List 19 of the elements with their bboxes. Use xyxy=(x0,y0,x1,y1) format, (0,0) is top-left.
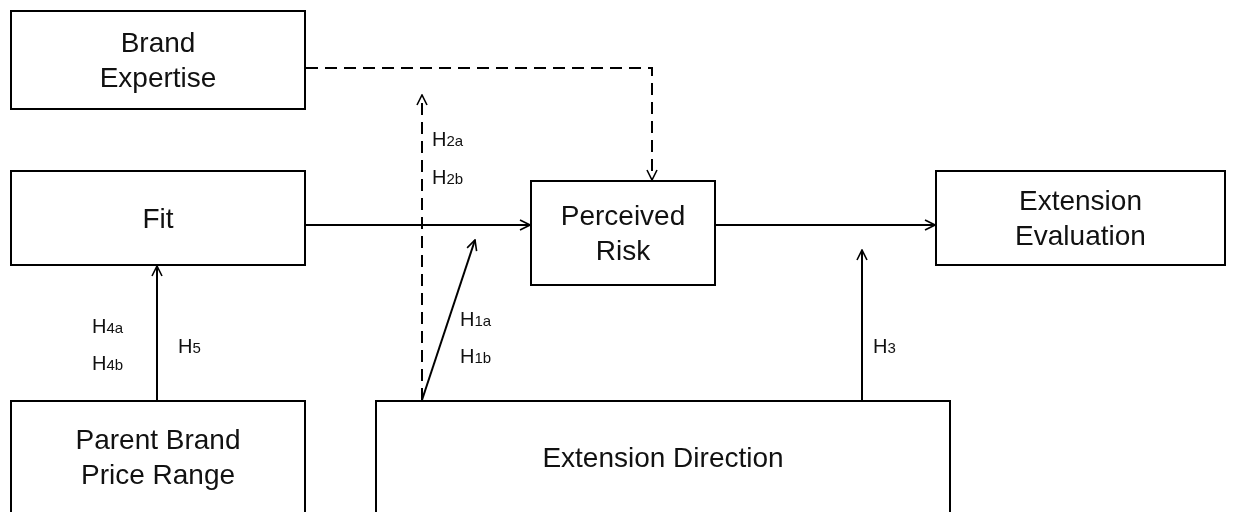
arrow xyxy=(151,265,163,401)
dashed-arrow xyxy=(305,67,658,181)
concept-label: Extension Direction xyxy=(542,440,784,475)
concept-label: Perceived Risk xyxy=(559,199,687,268)
concept-box xyxy=(530,180,716,286)
concept-box xyxy=(10,170,306,266)
concept-box xyxy=(10,400,306,512)
concept-box xyxy=(375,400,951,512)
arrow xyxy=(856,249,868,401)
concept-label: Brand Expertise xyxy=(98,26,218,95)
concept-box xyxy=(10,10,306,110)
concept-label: Extension Evaluation xyxy=(1014,184,1147,253)
arrow xyxy=(715,219,936,231)
dashed-arrow xyxy=(416,94,428,401)
arrow xyxy=(421,239,478,401)
concept-box xyxy=(935,170,1226,266)
concept-label: Fit xyxy=(142,201,174,236)
arrow xyxy=(305,219,531,231)
concept-label: Parent Brand Price Range xyxy=(74,423,242,492)
